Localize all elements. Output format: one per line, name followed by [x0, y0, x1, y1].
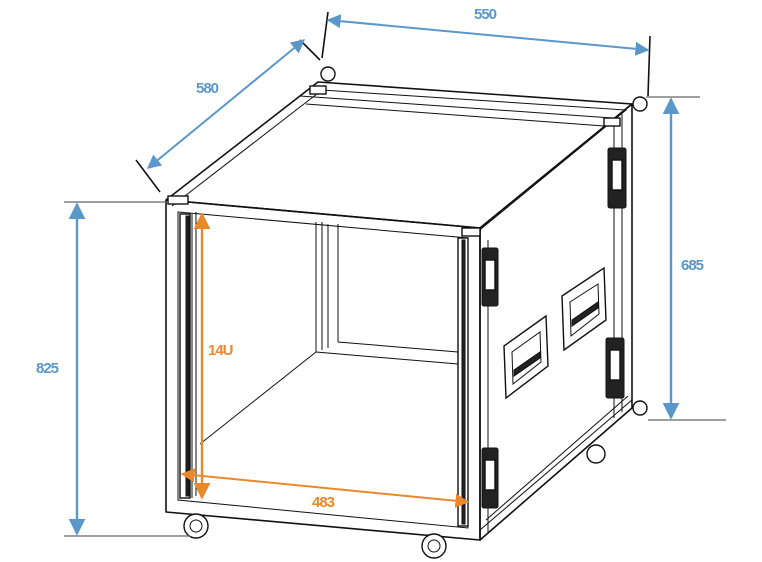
width-dimension-line [326, 14, 650, 56]
castors [183, 444, 606, 559]
dimension-arrows [68, 14, 680, 536]
rack-width-label: 483 [312, 494, 335, 511]
width-label: 550 [474, 6, 497, 23]
extension-lines [64, 11, 726, 537]
side-handles [503, 266, 607, 400]
body-height-label: 685 [681, 257, 704, 274]
latches [481, 147, 627, 509]
total-height-label: 825 [36, 360, 59, 377]
ball-corners [167, 66, 648, 416]
depth-label: 580 [196, 80, 219, 97]
rack-units-label: 14U [208, 342, 234, 359]
rack-width-dimension-line [180, 468, 470, 508]
depth-dimension-line [146, 39, 306, 169]
